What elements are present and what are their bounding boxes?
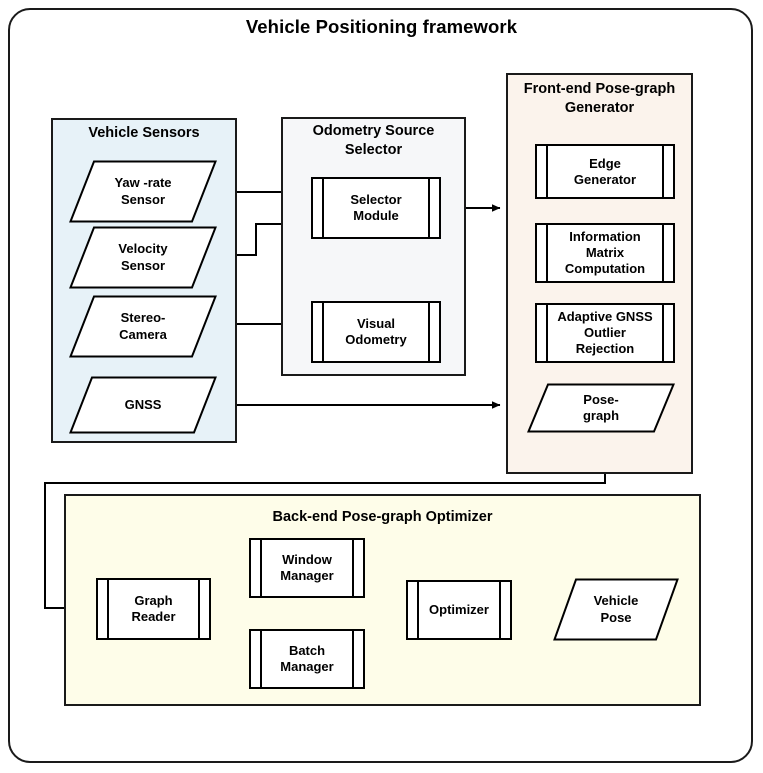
node-label: Vehicle Pose	[593, 593, 639, 625]
node-label: Batch Manager	[280, 643, 334, 674]
parallelogram-shape	[69, 295, 217, 358]
node-adaptive-gnss-outlier-rejection[interactable]: Adaptive GNSS Outlier Rejection	[535, 303, 675, 363]
node-visual-odometry[interactable]: Visual Odometry	[311, 301, 441, 363]
group-vehicle-sensors-title: Vehicle Sensors	[88, 125, 200, 141]
group-backend-pose-graph-optimizer-title: Back-end Pose-graph Optimizer	[272, 509, 493, 525]
node-optimizer[interactable]: Optimizer	[406, 580, 512, 640]
node-label: GNSS	[124, 396, 162, 412]
parallelogram-shape	[527, 383, 675, 433]
node-velocity-sensor[interactable]: Velocity Sensor	[69, 226, 217, 289]
node-label: Edge Generator	[573, 155, 637, 187]
node-label: Visual Odometry	[345, 316, 407, 347]
node-label: Optimizer	[429, 602, 489, 617]
node-pose-graph[interactable]: Pose- graph	[527, 383, 675, 433]
parallelogram-shape	[553, 578, 679, 641]
group-odometry-source-selector-title: Odometry Source Selector	[312, 123, 435, 158]
node-label: Window Manager	[280, 552, 334, 583]
parallelogram-shape	[69, 160, 217, 223]
node-stereo-camera[interactable]: Stereo- Camera	[69, 295, 217, 358]
node-label: Stereo- Camera	[119, 310, 167, 342]
node-window-manager[interactable]: Window Manager	[249, 538, 365, 598]
node-vehicle-pose[interactable]: Vehicle Pose	[553, 578, 679, 641]
node-edge-generator[interactable]: Edge Generator	[535, 144, 675, 199]
node-yaw-rate-sensor[interactable]: Yaw -rate Sensor	[69, 160, 217, 223]
node-label: Velocity Sensor	[118, 241, 168, 273]
node-graph-reader[interactable]: Graph Reader	[96, 578, 211, 640]
node-selector-module[interactable]: Selector Module	[311, 177, 441, 239]
node-label: Information Matrix Computation	[564, 229, 646, 276]
node-label: Selector Module	[350, 192, 402, 223]
node-label: Yaw -rate Sensor	[114, 175, 172, 207]
group-frontend-pose-graph-generator-title: Front-end Pose-graph Generator	[523, 81, 676, 116]
parallelogram-shape	[69, 376, 217, 434]
node-label: Adaptive GNSS Outlier Rejection	[557, 309, 653, 356]
node-batch-manager[interactable]: Batch Manager	[249, 629, 365, 689]
parallelogram-shape	[69, 226, 217, 289]
node-label: Pose- graph	[582, 391, 620, 424]
node-gnss[interactable]: GNSS	[69, 376, 217, 434]
page-title: Vehicle Positioning framework	[245, 16, 518, 37]
node-information-matrix-computation[interactable]: Information Matrix Computation	[535, 223, 675, 283]
node-label: Graph Reader	[131, 593, 176, 624]
